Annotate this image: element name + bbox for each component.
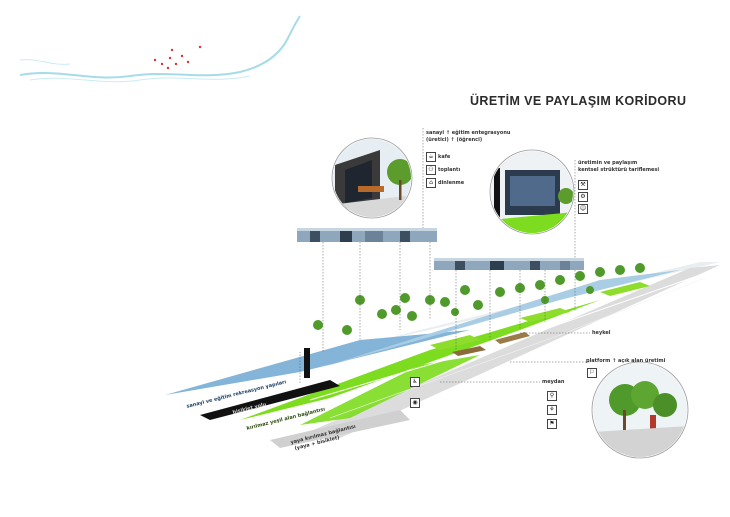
callout-left-line-2: (üretici) ↑ (öğrenci) — [426, 137, 483, 143]
callout-meydan: meydan — [542, 379, 565, 385]
bench-icon: ⌂ — [426, 178, 436, 188]
bike-icon: ⚲ — [547, 391, 557, 401]
walk-icon: ⚘ — [547, 405, 557, 415]
meeting-icon: ⚇ — [426, 165, 436, 175]
callout-item-kafe: kafe — [438, 154, 451, 160]
vignette-left — [331, 137, 413, 219]
connector-lines — [299, 128, 590, 383]
worker-icon: ⚒ — [578, 180, 588, 190]
callout-right-line-1: üretimin ve paylaşım — [578, 160, 638, 166]
vignette-right — [489, 149, 575, 235]
location-map — [19, 15, 301, 83]
corridor-slab — [165, 262, 720, 448]
site-points — [153, 45, 202, 70]
tree-rows — [313, 263, 645, 335]
callout-heykel: heykel — [592, 330, 611, 336]
river-line — [19, 15, 301, 79]
wheelchair-icon: ♿ — [410, 377, 420, 387]
tools-icon: ⚙ — [578, 192, 588, 202]
sport-icon: ⚑ — [547, 419, 557, 429]
running-icon: ⚐ — [587, 368, 597, 378]
cup-icon: ☕ — [426, 152, 436, 162]
car-icon: ◉ — [410, 398, 420, 408]
vignette-bottom — [591, 361, 689, 459]
callout-left-line-1: sanayi ↑ eğitim entegrasyonu — [426, 130, 511, 136]
diagram-title: ÜRETİM VE PAYLAŞIM KORİDORU — [470, 94, 687, 108]
building-strips — [297, 228, 584, 270]
callout-platform: platform ↑ açık alan üretimi — [586, 358, 666, 364]
callout-right-line-2: kentsel strüktürü tariflemesi — [578, 167, 660, 173]
callout-item-dinlenme: dinlenme — [438, 180, 465, 186]
callout-item-toplanti: toplantı — [438, 167, 461, 173]
people-icon: ☺ — [578, 204, 588, 214]
